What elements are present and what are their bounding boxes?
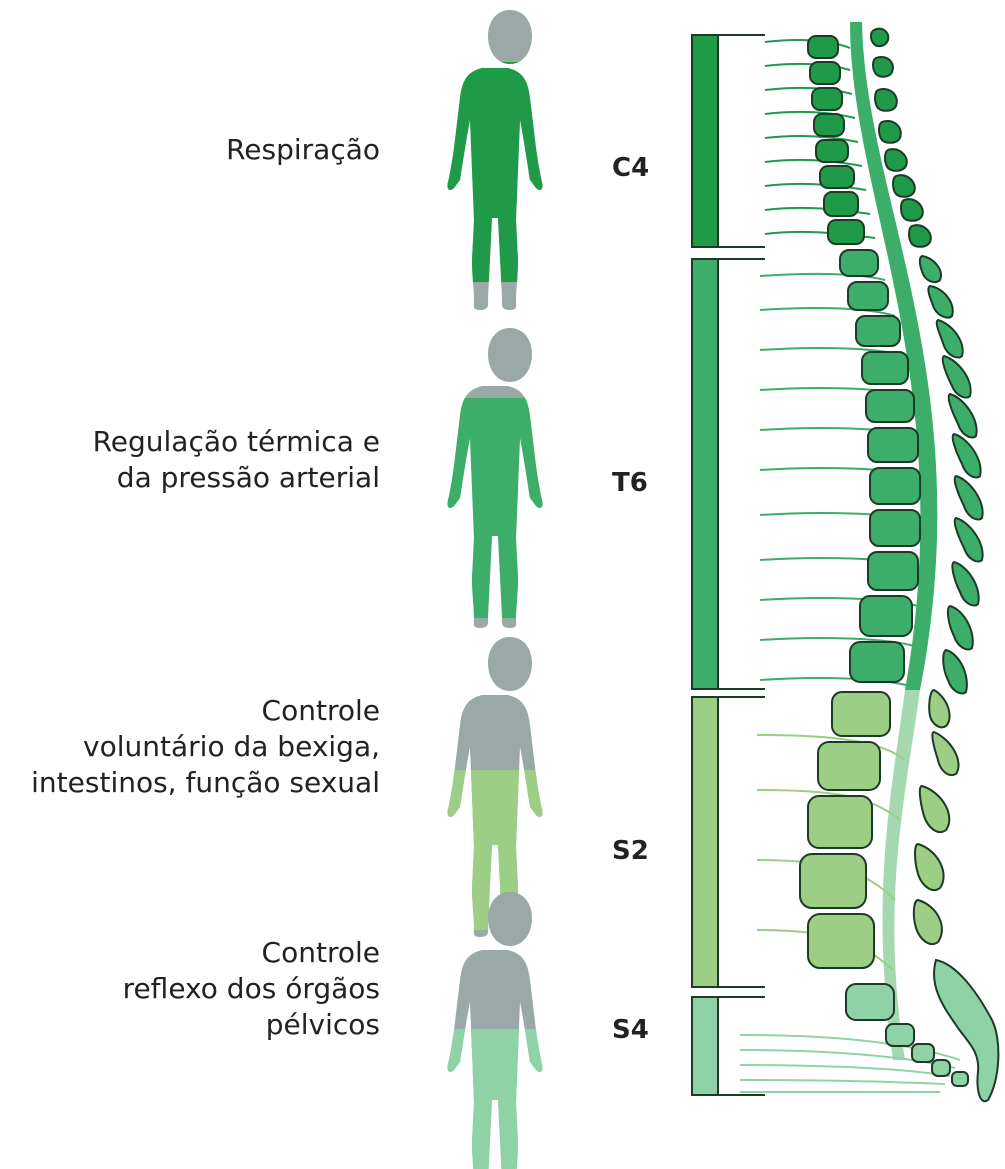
human-figure-full-green — [447, 10, 542, 310]
bracket-lines — [718, 35, 765, 1095]
segment-bars — [692, 35, 718, 1095]
human-figure-lumbar — [447, 637, 542, 937]
human-figure-thoracic — [447, 328, 542, 628]
human-figure-sacral — [447, 892, 542, 1169]
